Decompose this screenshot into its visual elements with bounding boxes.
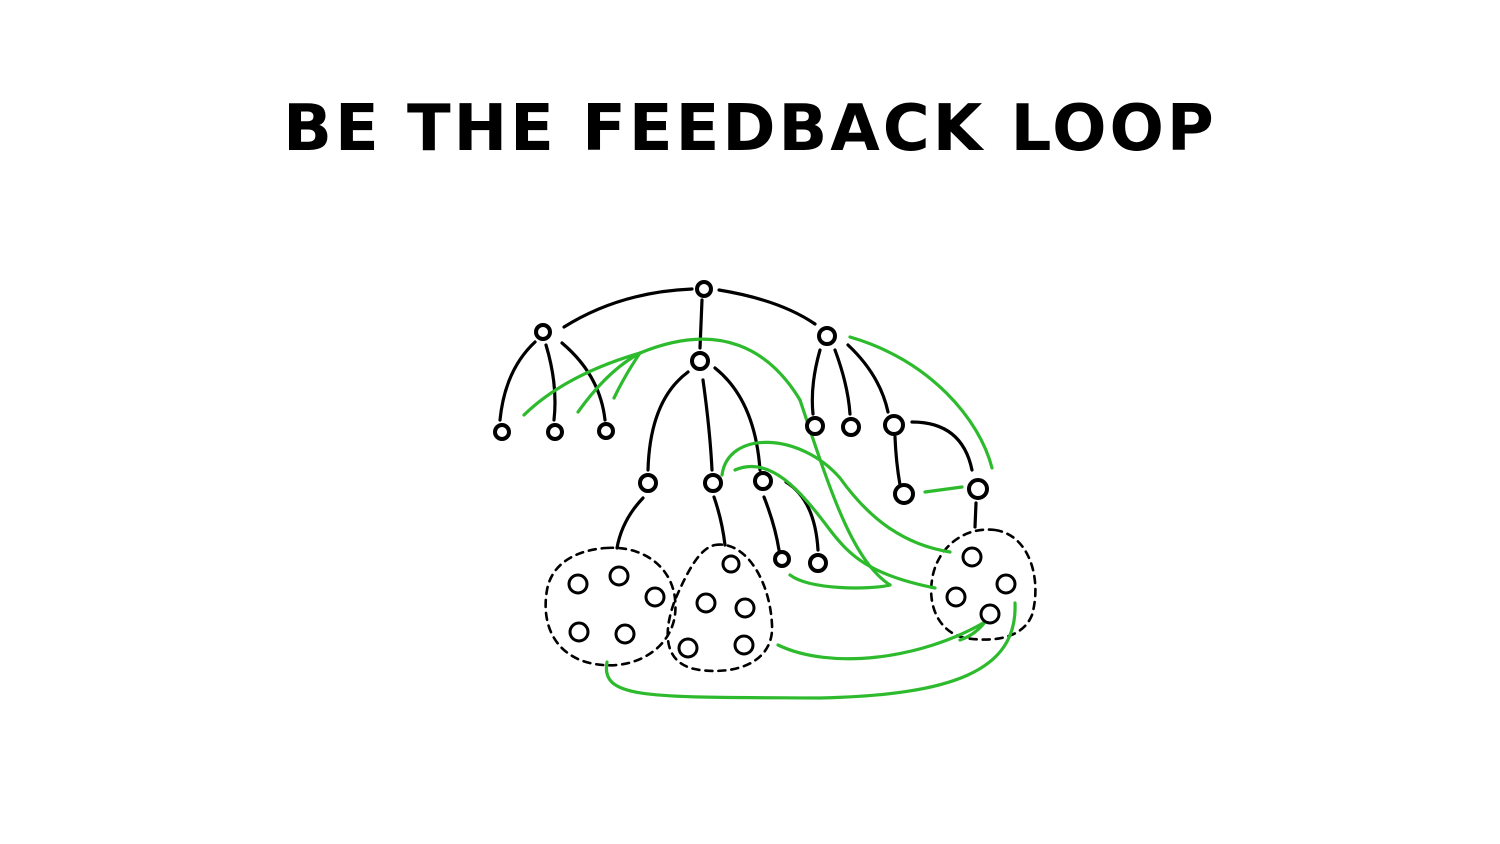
node (638, 473, 658, 493)
node (690, 351, 710, 371)
team-members (567, 546, 1017, 659)
feedback-edge (788, 573, 892, 590)
tree-edge (784, 480, 820, 552)
team-member (608, 565, 630, 587)
team-member (614, 623, 636, 645)
team-group-left (544, 546, 677, 667)
team-groups (544, 528, 1037, 673)
node (546, 423, 564, 441)
tree-edge (893, 435, 902, 487)
tree-edge (846, 343, 890, 414)
tree-edges (498, 287, 978, 552)
node (805, 416, 825, 436)
feedback-edge (638, 337, 802, 402)
team-member (567, 573, 589, 595)
team-member (677, 637, 699, 659)
tree-edge (713, 366, 762, 472)
tree-edge (498, 340, 537, 422)
tree-edge (560, 341, 607, 422)
team-member (695, 592, 717, 614)
feedback-edge (848, 335, 994, 470)
feedback-edge (576, 351, 642, 414)
team-member (733, 634, 755, 656)
node (493, 423, 511, 441)
feedback-edges (522, 335, 1017, 700)
feedback-edge (604, 601, 1017, 700)
team-member (979, 603, 1001, 625)
feedback-edge (612, 351, 642, 400)
node (534, 323, 552, 341)
node-root (695, 280, 713, 298)
team-member (721, 554, 741, 574)
team-group-middle (666, 543, 774, 673)
tree-edge (833, 348, 852, 416)
tree-edge (973, 501, 978, 529)
tree-edge (712, 495, 727, 547)
node (753, 471, 773, 491)
slide-title: BE THE FEEDBACK LOOP (283, 92, 1217, 166)
team-member (945, 586, 967, 608)
feedback-edge (720, 440, 952, 554)
tree-edge (544, 343, 557, 422)
node (841, 417, 861, 437)
tree-edge (701, 378, 714, 472)
team-member (961, 546, 983, 568)
tree-edge (615, 496, 645, 550)
node (703, 473, 723, 493)
node (773, 550, 791, 568)
node (597, 422, 615, 440)
node (893, 483, 915, 505)
tree-nodes (493, 280, 989, 573)
tree-edge (646, 370, 690, 472)
tree-edge (810, 348, 822, 416)
feedback-edge (776, 620, 987, 661)
tree-edge (910, 420, 974, 472)
team-member (644, 586, 666, 608)
node (883, 414, 905, 436)
team-member (734, 597, 756, 619)
tree-edge (717, 288, 817, 326)
tree-edge (762, 495, 781, 552)
team-member (995, 573, 1017, 595)
node (967, 478, 989, 500)
team-group-right (929, 528, 1037, 641)
feedback-edge (733, 464, 937, 590)
team-member (568, 621, 590, 643)
tree-edge (562, 287, 694, 329)
feedback-edge (522, 351, 642, 417)
node (817, 326, 837, 346)
tree-edge (698, 298, 704, 350)
feedback-edge (958, 620, 987, 642)
feedback-edge (923, 485, 964, 494)
node (808, 553, 828, 573)
